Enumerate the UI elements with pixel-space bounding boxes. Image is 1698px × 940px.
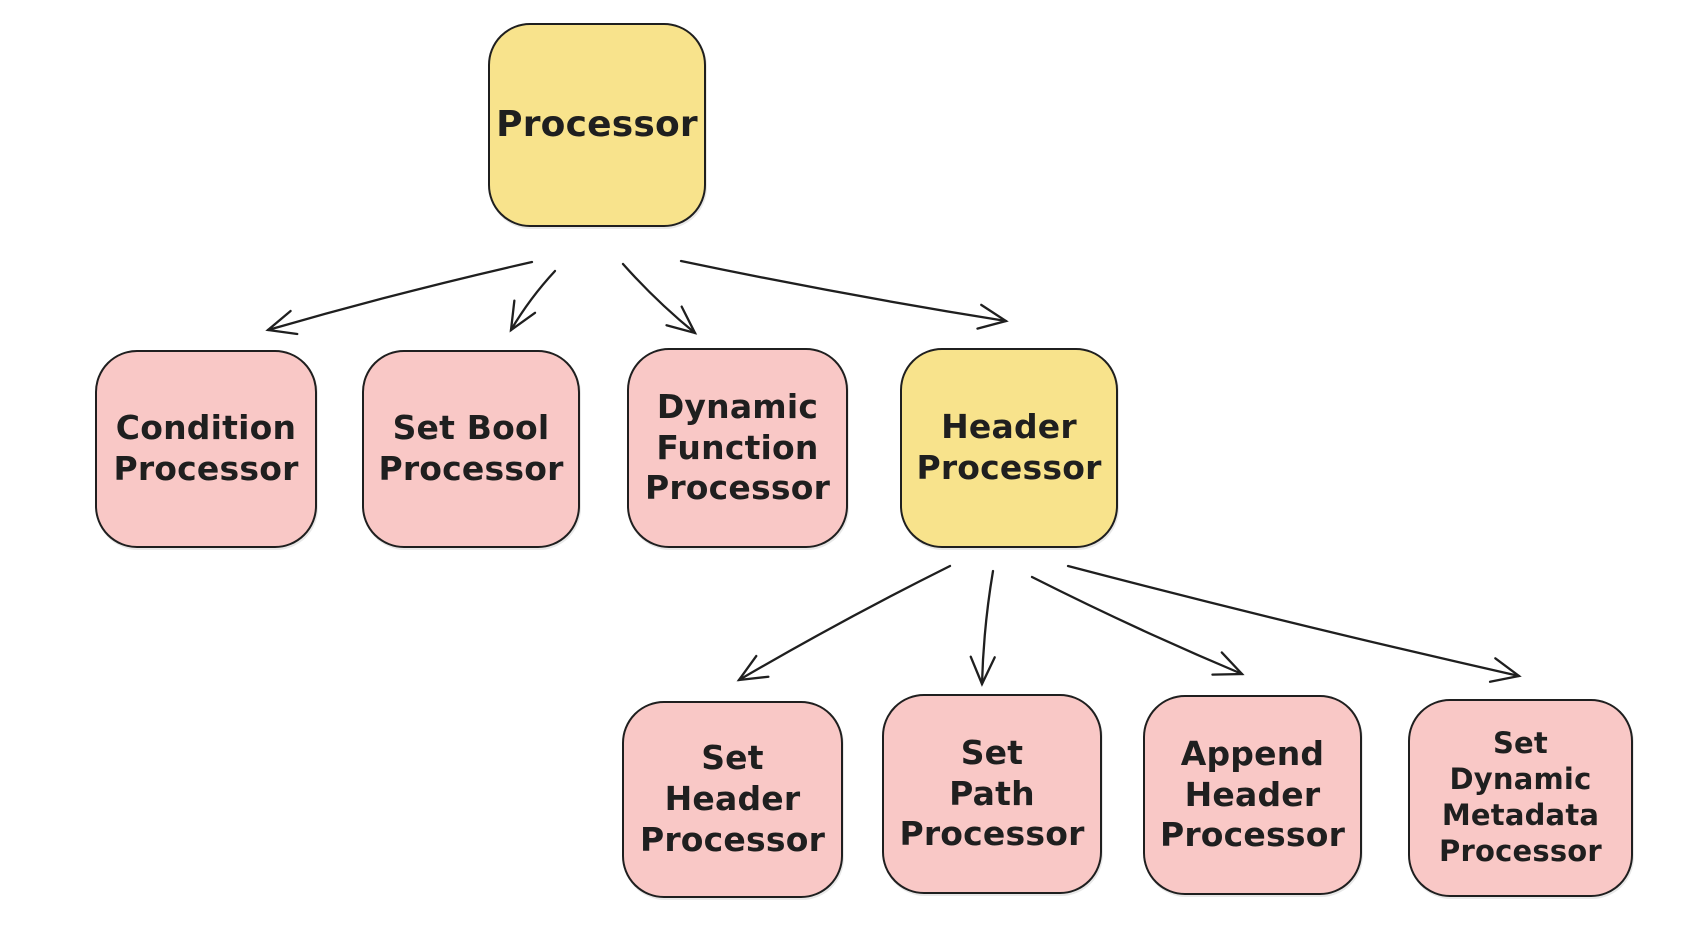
node-label-line: Processor: [1439, 833, 1602, 868]
node-label-line: Processor: [899, 814, 1085, 854]
node-label-line: Processor: [644, 468, 831, 508]
edge-header-processor-to-set-dynamic-metadata-processor: [1066, 564, 1522, 683]
node-label-line: Set Bool: [392, 408, 550, 448]
edge-header-processor-to-append-header-processor: [1030, 575, 1245, 676]
edge-processor-to-header-processor: [679, 259, 1009, 330]
node-label-line: Set: [1492, 726, 1548, 761]
node-label-line: Append: [1180, 733, 1325, 773]
node-label-line: Set: [701, 738, 764, 778]
node-label-line: Header: [664, 779, 801, 819]
node-label-line: Dynamic: [1449, 762, 1592, 797]
node-processor[interactable]: Processor: [488, 23, 706, 227]
node-label-line: Metadata: [1441, 798, 1600, 832]
edge-header-processor-to-set-header-processor: [736, 564, 952, 682]
edge-processor-to-set-bool-processor: [509, 269, 557, 333]
edge-processor-to-dynamic-function-processor: [621, 262, 698, 335]
node-label-line: Header: [1184, 774, 1321, 814]
node-label-line: Condition: [115, 408, 297, 448]
node-label-line: Dynamic: [656, 386, 819, 426]
node-label-line: Processor: [639, 819, 826, 859]
node-label-line: Processor: [1159, 815, 1346, 855]
node-label-line: Header: [941, 407, 1077, 447]
node-label-line: Set: [960, 732, 1024, 772]
edge-header-processor-to-set-path-processor: [969, 569, 996, 687]
node-label-line: Function: [656, 427, 819, 467]
node-label-line: Processor: [496, 103, 698, 145]
node-label-line: Processor: [113, 449, 299, 488]
edge-processor-to-condition-processor: [265, 260, 534, 336]
node-label-line: Processor: [916, 448, 1102, 487]
node-label-line: Path: [949, 773, 1035, 813]
node-label: Processor: [496, 103, 698, 148]
node-label-line: Processor: [378, 449, 564, 488]
